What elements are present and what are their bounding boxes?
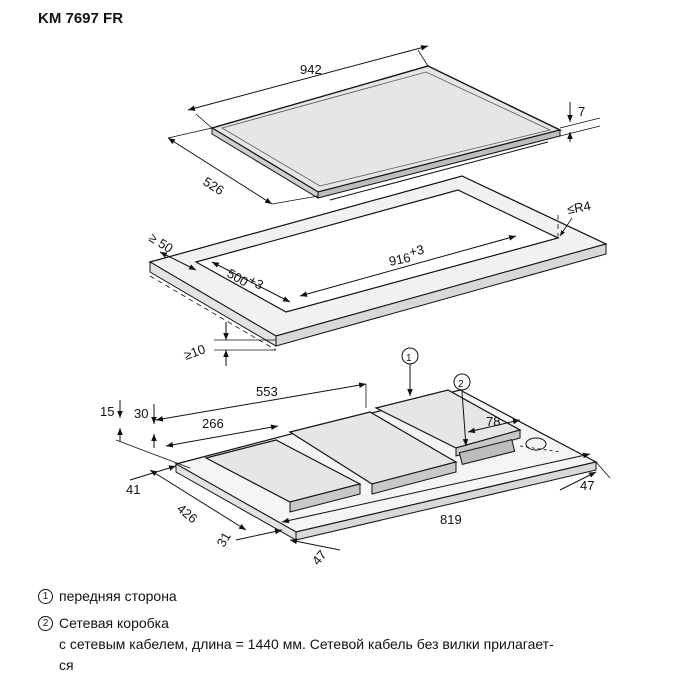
legend-number-2: 2 — [38, 616, 53, 631]
dim-526-line — [167, 137, 273, 205]
dim-266-line — [165, 424, 279, 448]
glass-plate — [210, 65, 563, 193]
callout-1: 1 — [406, 353, 412, 364]
dim-819: 819 — [440, 512, 462, 527]
dim-916-line — [299, 235, 517, 297]
worktop-cutout: ≤R4 ≥ 50 916+3 500+3 ≥10 — [146, 175, 608, 366]
legend: 1 передняя сторона 2 Сетевая коробка с с… — [38, 586, 678, 676]
hob-bottom-view: 1 2 553 266 15 30 78 41 426 819 — [100, 347, 611, 568]
dim-916: 916+3 — [386, 242, 426, 269]
dim-426: 426 — [174, 501, 200, 526]
product-model-title: KM 7697 FR — [38, 10, 124, 27]
power-cable — [525, 437, 547, 451]
legend-text-2-line3: ся — [59, 657, 74, 673]
dim-78: 78 — [486, 414, 500, 429]
hob-top-view: 942 526 7 — [167, 45, 601, 205]
dim-31: 31 — [214, 529, 234, 549]
legend-number-1: 1 — [38, 589, 53, 604]
dim-942-line — [187, 45, 429, 111]
dim-553-line — [155, 382, 367, 422]
dim-526: 526 — [200, 174, 226, 198]
dim-500-line — [211, 261, 291, 303]
legend-text-2-line2: с сетевым кабелем, длина = 1440 мм. Сете… — [59, 636, 554, 652]
legend-item-junction-box: 2 Сетевая коробка — [38, 613, 678, 634]
dim-15: 15 — [100, 404, 114, 419]
dim-426-line — [149, 469, 247, 531]
legend-item-front-side: 1 передняя сторона — [38, 586, 678, 607]
dim-30: 30 — [134, 406, 148, 421]
hob-base — [329, 141, 549, 201]
dim-942: 942 — [300, 62, 322, 77]
legend-text-1: передняя сторона — [59, 588, 177, 604]
dim-819-line — [281, 452, 591, 524]
callout-2-circle — [453, 373, 471, 391]
dim-min-10: ≥10 — [182, 341, 207, 362]
dim-47-bottom: 47 — [309, 547, 330, 568]
installation-diagram: 942 526 7 ≤R4 ≥ 50 916+3 500+3 — [100, 45, 611, 568]
dim-r4: ≤R4 — [566, 198, 592, 217]
dim-47-right: 47 — [580, 478, 594, 493]
dim-553: 553 — [256, 384, 278, 399]
dim-41: 41 — [126, 482, 140, 497]
worktop-left-edge — [149, 261, 277, 347]
legend-text-2: Сетевая коробка — [59, 615, 169, 631]
dim-7: 7 — [578, 104, 585, 119]
dim-78-line — [467, 418, 521, 434]
dim-266: 266 — [202, 416, 224, 431]
callout-2: 2 — [458, 379, 464, 390]
